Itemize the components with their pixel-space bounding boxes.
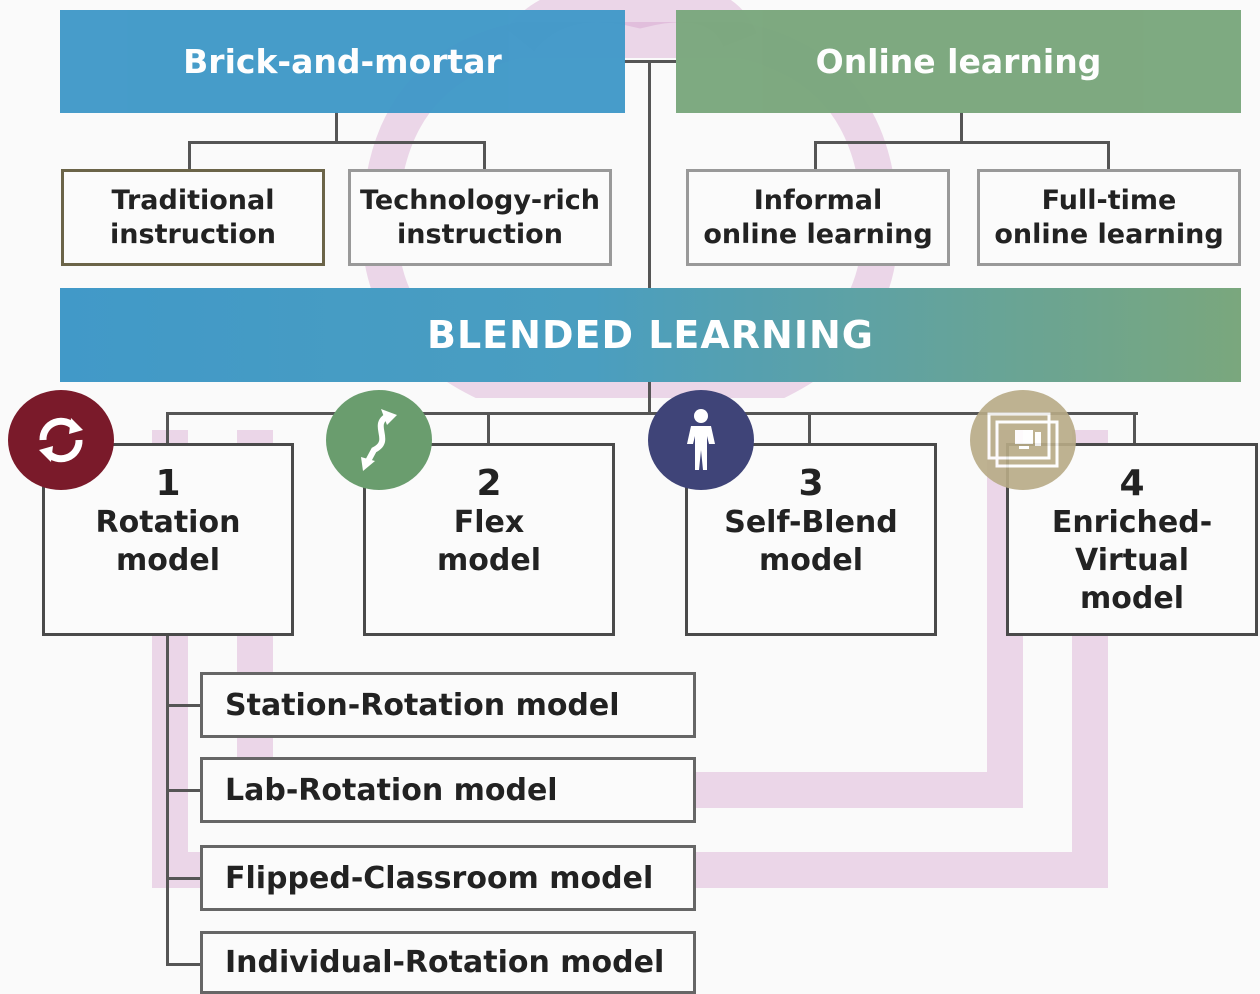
model-box-flex: 2 Flex model <box>363 443 615 636</box>
connector <box>166 412 1138 415</box>
model-name: Rotation model <box>95 505 241 578</box>
model-name: Flex model <box>437 505 541 578</box>
connector <box>166 963 202 966</box>
brick-and-mortar-band: Brick-and-mortar <box>60 10 625 113</box>
connector <box>166 412 169 444</box>
connector <box>808 412 811 444</box>
computer-screen-icon <box>970 390 1076 490</box>
connector <box>166 789 202 792</box>
submodel-box: Lab-Rotation model <box>200 757 696 823</box>
submodel-box: Flipped-Classroom model <box>200 845 696 911</box>
model-number: 4 <box>1119 463 1145 504</box>
connector <box>188 141 486 144</box>
person-icon <box>648 390 754 490</box>
online-learning-label: Online learning <box>815 42 1102 81</box>
online-learning-band: Online learning <box>676 10 1241 113</box>
connector <box>1107 141 1110 171</box>
informal-online-learning-label: Informal online learning <box>703 184 933 250</box>
connector <box>648 380 651 414</box>
connector <box>1133 412 1136 444</box>
connector <box>814 141 817 171</box>
model-number: 3 <box>798 463 824 504</box>
submodel-label: Individual-Rotation model <box>225 945 665 980</box>
connector <box>814 141 1110 144</box>
submodel-label: Flipped-Classroom model <box>225 860 654 896</box>
connector <box>648 60 651 290</box>
model-name: Enriched- Virtual model <box>1051 505 1213 616</box>
submodel-box: Individual-Rotation model <box>200 931 696 994</box>
model-name: Self-Blend model <box>724 505 898 578</box>
brick-and-mortar-label: Brick-and-mortar <box>183 42 502 81</box>
submodel-label: Lab-Rotation model <box>225 772 558 808</box>
blended-learning-band: BLENDED LEARNING <box>60 288 1241 382</box>
connector <box>166 634 169 966</box>
submodel-label: Station-Rotation model <box>225 687 620 723</box>
connector <box>335 112 338 142</box>
submodel-box: Station-Rotation model <box>200 672 696 738</box>
informal-online-learning-box: Informal online learning <box>686 169 950 266</box>
full-time-online-learning-label: Full-time online learning <box>994 184 1224 250</box>
connector <box>483 141 486 171</box>
connector <box>487 412 490 444</box>
connector <box>624 60 676 63</box>
connector <box>188 141 191 171</box>
connector <box>960 112 963 142</box>
rotation-arrows-icon <box>8 390 114 490</box>
connector <box>166 877 202 880</box>
model-number: 2 <box>476 463 502 504</box>
connector <box>166 704 202 707</box>
model-number: 1 <box>155 463 181 504</box>
full-time-online-learning-box: Full-time online learning <box>977 169 1241 266</box>
traditional-instruction-label: Traditional instruction <box>110 184 276 250</box>
technology-rich-instruction-label: Technology-rich instruction <box>360 184 600 250</box>
flex-arrow-icon <box>326 390 432 490</box>
traditional-instruction-box: Traditional instruction <box>61 169 325 266</box>
technology-rich-instruction-box: Technology-rich instruction <box>348 169 612 266</box>
blended-learning-label: BLENDED LEARNING <box>427 313 874 357</box>
